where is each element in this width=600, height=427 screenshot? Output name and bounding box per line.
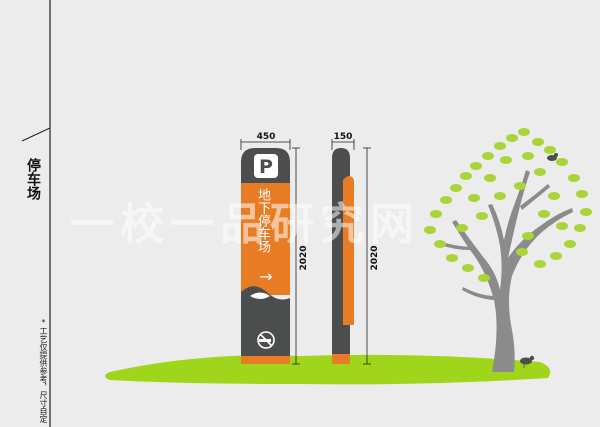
front-sign: P (241, 148, 290, 364)
craft-note: *工艺仅提供参考，尺寸自定 (39, 318, 48, 423)
arrow-right-icon: → (259, 267, 272, 286)
sign-text: 地下停车场 (255, 188, 270, 253)
bird-icon (547, 153, 558, 161)
side-sign (332, 148, 354, 364)
front-width-dimension (240, 139, 291, 150)
side-width-label: 150 (334, 132, 353, 142)
front-width-label: 450 (257, 132, 276, 142)
front-height-dimension (292, 147, 300, 365)
page-title: 停车场 (25, 158, 41, 200)
side-width-dimension (331, 139, 355, 150)
side-height-dimension (363, 147, 371, 365)
bird-icon (520, 355, 535, 368)
left-slash-line (21, 127, 51, 142)
grass-ground (105, 354, 551, 385)
no-smoking-icon (257, 331, 275, 349)
front-height-label: 2020 (299, 245, 309, 270)
side-height-label: 2020 (370, 245, 380, 270)
parking-icon: P (254, 154, 278, 178)
parking-letter: P (259, 156, 273, 178)
tree-icon (424, 128, 592, 372)
